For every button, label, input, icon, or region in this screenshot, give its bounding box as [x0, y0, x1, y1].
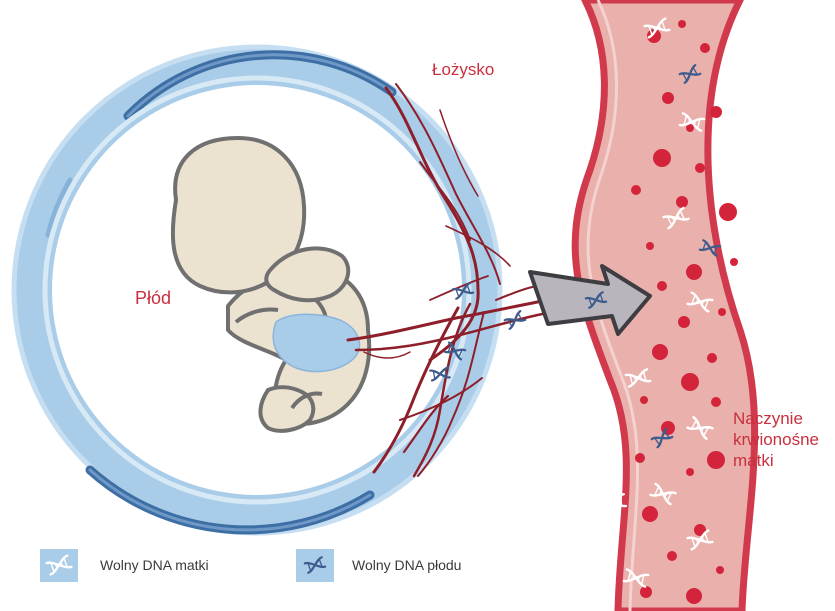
umbilical-pool — [273, 314, 359, 371]
legend-fetal-icon — [296, 549, 334, 582]
legend-maternal-icon — [40, 549, 78, 582]
vessel-label-line1: Naczynie — [733, 408, 819, 429]
vessel-label-line2: krwionośne — [733, 429, 819, 450]
legend-maternal-label: Wolny DNA matki — [100, 557, 209, 573]
legend-fetal-label: Wolny DNA płodu — [352, 557, 461, 573]
fetus-label: Płód — [135, 288, 171, 309]
vessel-label-line3: matki — [733, 450, 819, 471]
maternal-vessel-label: Naczynie krwionośne matki — [733, 408, 819, 471]
placenta-label: Łożysko — [432, 60, 494, 80]
